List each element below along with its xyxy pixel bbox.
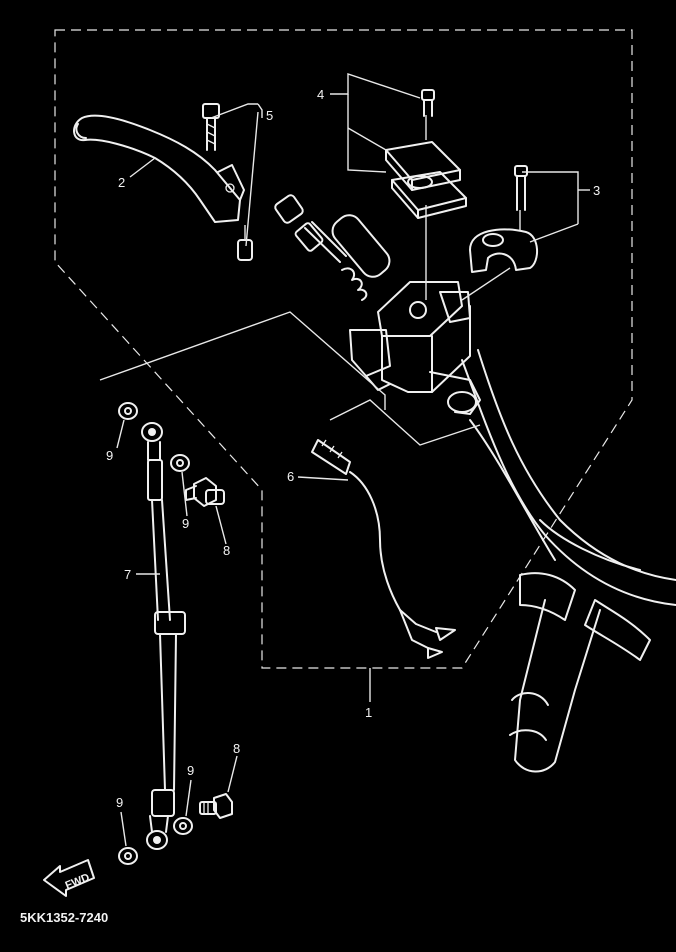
forward-arrow-icon: FWD: [43, 859, 95, 897]
callout-9-d: 9: [187, 763, 194, 778]
assembly-boundary: [54, 29, 633, 669]
callout-4: 4: [317, 87, 324, 102]
callout-8-upper: 8: [223, 543, 230, 558]
callout-7: 7: [124, 567, 131, 582]
reservoir-cap: [385, 89, 467, 219]
union-bolts: [185, 477, 233, 819]
fwd-label: FWD: [64, 872, 92, 893]
handlebar: [461, 349, 676, 773]
callout-8-lower: 8: [233, 741, 240, 756]
callout-1: 1: [365, 705, 372, 720]
master-cylinder-body: [349, 281, 481, 415]
handlebar-clamp: [469, 165, 538, 273]
callout-2: 2: [118, 175, 125, 190]
brake-lever: [73, 114, 245, 223]
brake-light-switch: [311, 439, 456, 659]
callout-5: 5: [266, 108, 273, 123]
callout-6: 6: [287, 469, 294, 484]
callout-9-a: 9: [106, 448, 113, 463]
callout-9-b: 9: [182, 516, 189, 531]
copper-washers: [118, 402, 193, 865]
lever-bolt: [202, 103, 253, 261]
piston-kit: [274, 194, 391, 301]
callout-9-c: 9: [116, 795, 123, 810]
brake-hose: [141, 422, 186, 850]
drawing-code: 5KK1352-7240: [20, 910, 108, 925]
leader-lines: [99, 73, 590, 847]
callout-3: 3: [593, 183, 600, 198]
